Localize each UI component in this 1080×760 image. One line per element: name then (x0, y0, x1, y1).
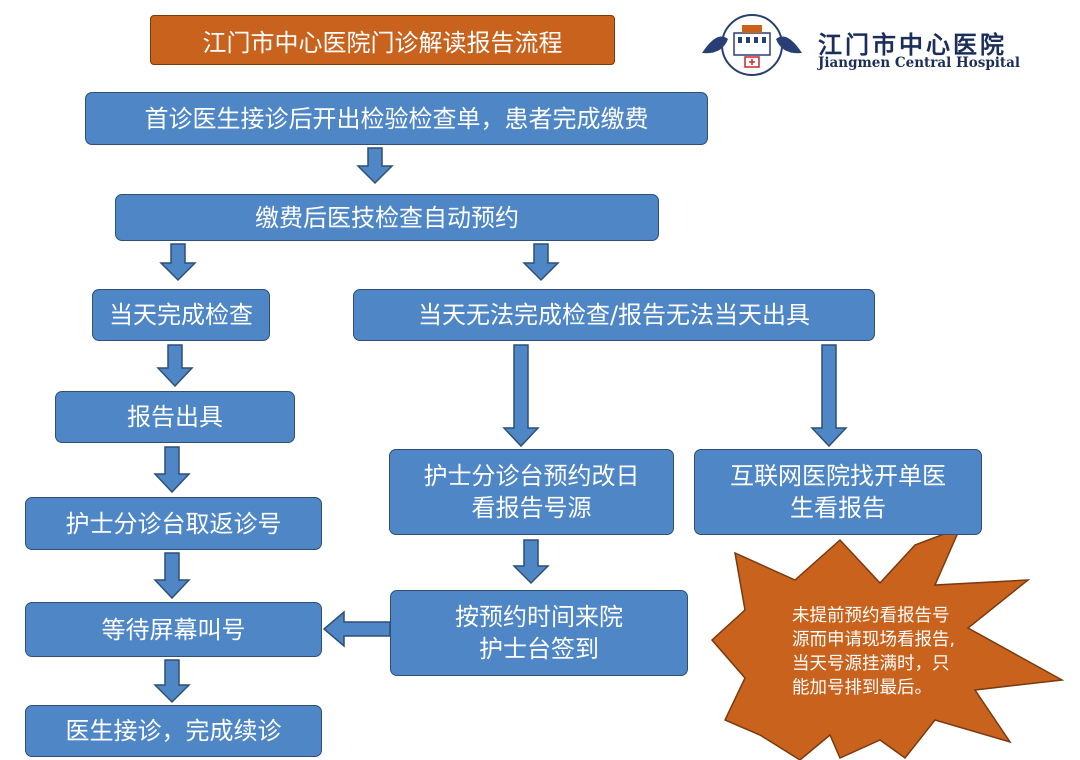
step-nurse-reschedule: 护士分诊台预约改日 看报告号源 (389, 449, 674, 535)
step-wait-screen-call: 等待屏幕叫号 (25, 602, 322, 657)
step-nurse-reschedule-line2: 看报告号源 (471, 494, 592, 522)
step-same-day-done: 当天完成检查 (92, 289, 270, 341)
arrow-down-icon (159, 243, 197, 282)
arrow-down-icon (153, 659, 191, 704)
step-not-same-day: 当天无法完成检查/报告无法当天出具 (353, 289, 875, 341)
arrow-down-icon (356, 147, 394, 185)
logo-name-cn: 江门市中心医院 (818, 31, 1007, 59)
step-auto-booking: 缴费后医技检查自动预约 (115, 194, 659, 241)
step-internet-hospital: 互联网医院找开单医 生看报告 (694, 449, 982, 535)
step-report-issued: 报告出具 (55, 391, 295, 443)
arrow-down-icon (512, 539, 550, 585)
step-get-return-number: 护士分诊台取返诊号 (25, 497, 322, 550)
flow-title: 江门市中心医院门诊解读报告流程 (150, 15, 615, 65)
arrow-down-icon (522, 243, 560, 282)
step-arrive-checkin-line1: 按预约时间来院 (455, 603, 623, 631)
note-line4: 能加号排到最后。 (792, 678, 932, 698)
arrow-down-icon (810, 344, 848, 448)
step-doctor-visit: 医生接诊，完成续诊 (25, 705, 322, 757)
note-line2: 源而申请现场看报告, (792, 630, 956, 650)
step-nurse-reschedule-line1: 护士分诊台预约改日 (423, 462, 640, 490)
arrow-down-icon (502, 344, 540, 448)
arrow-down-icon (153, 446, 191, 494)
step-arrive-checkin-line2: 护士台签到 (479, 635, 599, 663)
logo-name-en: Jiangmen Central Hospital (818, 55, 1021, 71)
arrow-down-icon (153, 552, 191, 600)
arrow-down-icon (156, 344, 194, 388)
note-line1: 未提前预约看报告号 (792, 606, 950, 626)
arrow-left-icon (322, 610, 391, 648)
step-internet-hospital-line1: 互联网医院找开单医 (730, 462, 946, 490)
starburst-note: 未提前预约看报告号 源而申请现场看报告, 当天号源挂满时，只 能加号排到最后。 (792, 604, 982, 700)
step-first-visit: 首诊医生接诊后开出检验检查单，患者完成缴费 (85, 92, 708, 145)
step-internet-hospital-line2: 生看报告 (790, 494, 886, 522)
note-line3: 当天号源挂满时，只 (792, 654, 950, 674)
starburst-note-shape (710, 526, 1065, 760)
step-arrive-checkin: 按预约时间来院 护士台签到 (390, 590, 688, 676)
